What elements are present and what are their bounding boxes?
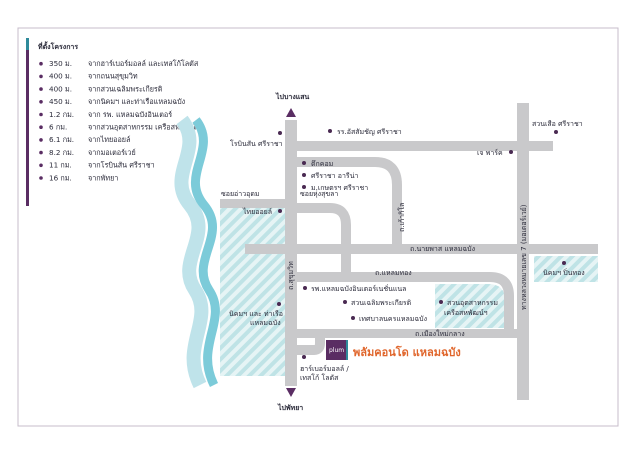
legend-item-text: จากพัทยา xyxy=(88,173,118,182)
legend-bullet xyxy=(39,150,43,155)
project-name: พลัมคอนโด แหลมฉบัง xyxy=(353,345,461,359)
road-small xyxy=(297,338,325,355)
road-ao-udom xyxy=(220,199,285,208)
legend-title: ที่ตั้งโครงการ xyxy=(38,40,79,51)
place-hospital: รพ.แหลมฉบังอินเตอร์เนชั่นแนล xyxy=(311,284,406,293)
legend: ที่ตั้งโครงการ 350 ม. จากฮาร์เบอร์มอลล์ แ… xyxy=(26,38,200,206)
road-laem-thong xyxy=(297,272,514,333)
direction-north: ไปบางแสน xyxy=(275,92,310,101)
river xyxy=(174,115,220,389)
place-robinson: โรบินสัน ศรีราชา xyxy=(230,139,283,148)
port-zone xyxy=(220,208,285,376)
place-tuk-com: ตึกคอม xyxy=(311,159,333,168)
place-port-2: แหลมฉบัง xyxy=(250,319,281,327)
legend-item-text: จากไทยออยล์ xyxy=(88,135,130,144)
place-sriracha-arena: ศรีราชา อารีน่า xyxy=(311,172,358,180)
legend-item-text: จากฮาร์เบอร์มอลล์ และเทสโก้โลตัส xyxy=(88,59,199,68)
legend-item-text: จากถนนสุขุมวิท xyxy=(88,72,138,81)
legend-bullet xyxy=(39,112,43,117)
legend-distance: 1.2 กม. xyxy=(49,110,74,119)
place-chaloem-park: สวนเฉลิมพระเกียรติ xyxy=(351,299,412,307)
label-highway7: ทางหลวงหมายเลข 7 (มอเตอร์เวย์) xyxy=(520,204,528,310)
place-industrial-park-2: เครือสหพัฒน์ฯ xyxy=(444,309,488,317)
place-harbor-mall-2: เทสโก้ โลตัส xyxy=(300,373,339,382)
legend-bullet xyxy=(39,138,43,142)
place-assumption: รร.อัสสัมชัญ ศรีราชา xyxy=(337,128,402,136)
industrial-park-zone xyxy=(435,284,505,328)
legend-item-text: จาก รพ. แหลมฉบังอินเตอร์ xyxy=(88,110,172,119)
legend-accent-bar xyxy=(26,38,29,206)
road-khao-khok xyxy=(297,157,402,248)
roads xyxy=(220,103,598,400)
legend-item-text: จากโรบินสัน ศรีราชา xyxy=(88,161,155,170)
place-port: นิคมฯ และ ท่าเรือ xyxy=(229,310,283,318)
project-marker: plum พลัมคอนโด แหลมฉบัง xyxy=(326,340,461,360)
legend-distance: 400 ม. xyxy=(49,72,72,81)
place-thai-oil: ไทยออยล์ xyxy=(242,207,272,216)
place-pinthong: นิคมฯ ปิ่นทอง xyxy=(543,268,585,277)
legend-item-text: จากนิคมฯ และท่าเรือแหลมฉบัง xyxy=(88,97,185,106)
arrow-down-icon xyxy=(286,388,296,397)
legend-distance: 16 กม. xyxy=(49,173,72,182)
direction-south: ไปพัทยา xyxy=(277,403,303,412)
legend-bullet xyxy=(39,100,43,104)
road-mueang-mai xyxy=(297,329,517,338)
road-top xyxy=(297,141,553,151)
plum-logo xyxy=(326,340,346,360)
place-j-park: เจ พาร์ค xyxy=(477,149,503,157)
legend-distance: 400 ม. xyxy=(49,84,72,93)
place-industrial-park: สวนอุตสาหกรรม xyxy=(447,299,498,307)
place-suan-suea: สวนเสือ ศรีราชา xyxy=(532,120,583,128)
legend-item-text: จากสวนเฉลิมพระเกียรติ xyxy=(88,84,163,93)
place-kasetsart: ม.เกษตรฯ ศรีราชา xyxy=(311,184,368,192)
label-laem-thong: ถ.แหลมทอง xyxy=(375,269,412,277)
legend-bullet xyxy=(39,87,43,91)
legend-distance: 6.1 กม. xyxy=(49,135,74,144)
legend-item-text: จากมอเตอร์เวย์ xyxy=(88,148,136,157)
place-harbor-mall: ฮาร์เบอร์มอลล์ / xyxy=(300,365,349,373)
places: โรบินสัน ศรีราชา รร.อัสสัมชัญ ศรีราชา สว… xyxy=(229,120,585,382)
arrow-up-icon xyxy=(286,108,296,117)
legend-bullet xyxy=(39,163,43,168)
legend-bullet xyxy=(39,125,43,129)
legend-item-text: จากสวนอุตสาหกรรม เครือสหพัฒน์ฯ xyxy=(88,123,200,132)
legend-distance: 6 กม. xyxy=(49,123,67,132)
label-khao-khok: ถ.เก้ากิโล xyxy=(397,203,406,232)
place-municipality: เทศบาลนครแหลมฉบัง xyxy=(359,315,427,323)
plum-logo-text: plum xyxy=(329,347,344,354)
label-mueang-mai: ถ.เมืองใหม่กลาง xyxy=(415,329,465,338)
legend-bullet xyxy=(39,74,43,79)
label-hun-sukla: ซอยหุ่งสุขลา xyxy=(300,190,338,198)
road-hun-sukla xyxy=(297,203,351,276)
label-nai-phat: ถ.นายพาส แหลมฉบัง xyxy=(410,245,475,253)
legend-bullet xyxy=(39,61,43,66)
legend-distance: 450 ม. xyxy=(49,97,72,106)
road-nai-phat xyxy=(245,244,598,254)
label-ao-udom: ซอยอ่าวอุดม xyxy=(221,190,260,198)
legend-distance: 350 ม. xyxy=(49,59,72,68)
legend-bullet xyxy=(39,176,43,180)
legend-distance: 11 กม. xyxy=(49,161,72,170)
pinthong-zone xyxy=(534,256,598,282)
legend-distance: 8.2 กม. xyxy=(49,148,74,157)
label-sukhumvit: ถ.สุขุมวิท xyxy=(287,261,295,290)
